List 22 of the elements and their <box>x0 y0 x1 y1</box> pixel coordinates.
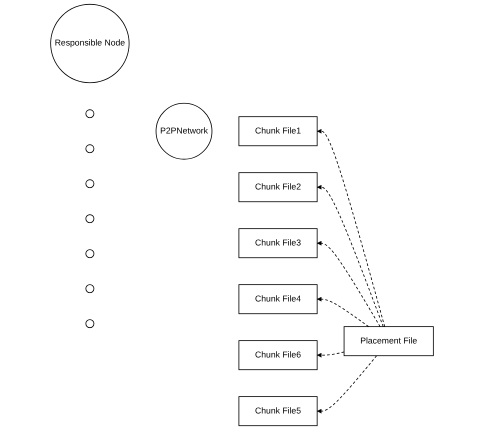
node-circle <box>85 284 94 294</box>
node-circle <box>85 214 94 224</box>
node-box: Chunk File4 <box>238 284 318 314</box>
node-circle <box>85 249 94 258</box>
node-circle <box>85 144 94 154</box>
node-circle <box>85 179 94 188</box>
arrow <box>316 355 378 414</box>
node-box: Chunk File5 <box>238 396 318 426</box>
node-circle <box>85 109 94 118</box>
arrow <box>316 240 380 328</box>
node-box: Chunk File1 <box>238 116 318 146</box>
node-box: Chunk File2 <box>238 172 318 202</box>
node-box: Placement File <box>344 326 434 356</box>
node-circle <box>85 319 94 328</box>
arrow <box>316 128 386 328</box>
node-box: Chunk File3 <box>238 228 318 258</box>
arrow <box>316 352 344 358</box>
arrow <box>316 296 369 328</box>
node-circle: P2PNetwork <box>156 102 212 160</box>
arrow <box>316 184 384 328</box>
node-circle: Responsible Node <box>50 4 130 84</box>
node-box: Chunk File6 <box>238 340 318 370</box>
